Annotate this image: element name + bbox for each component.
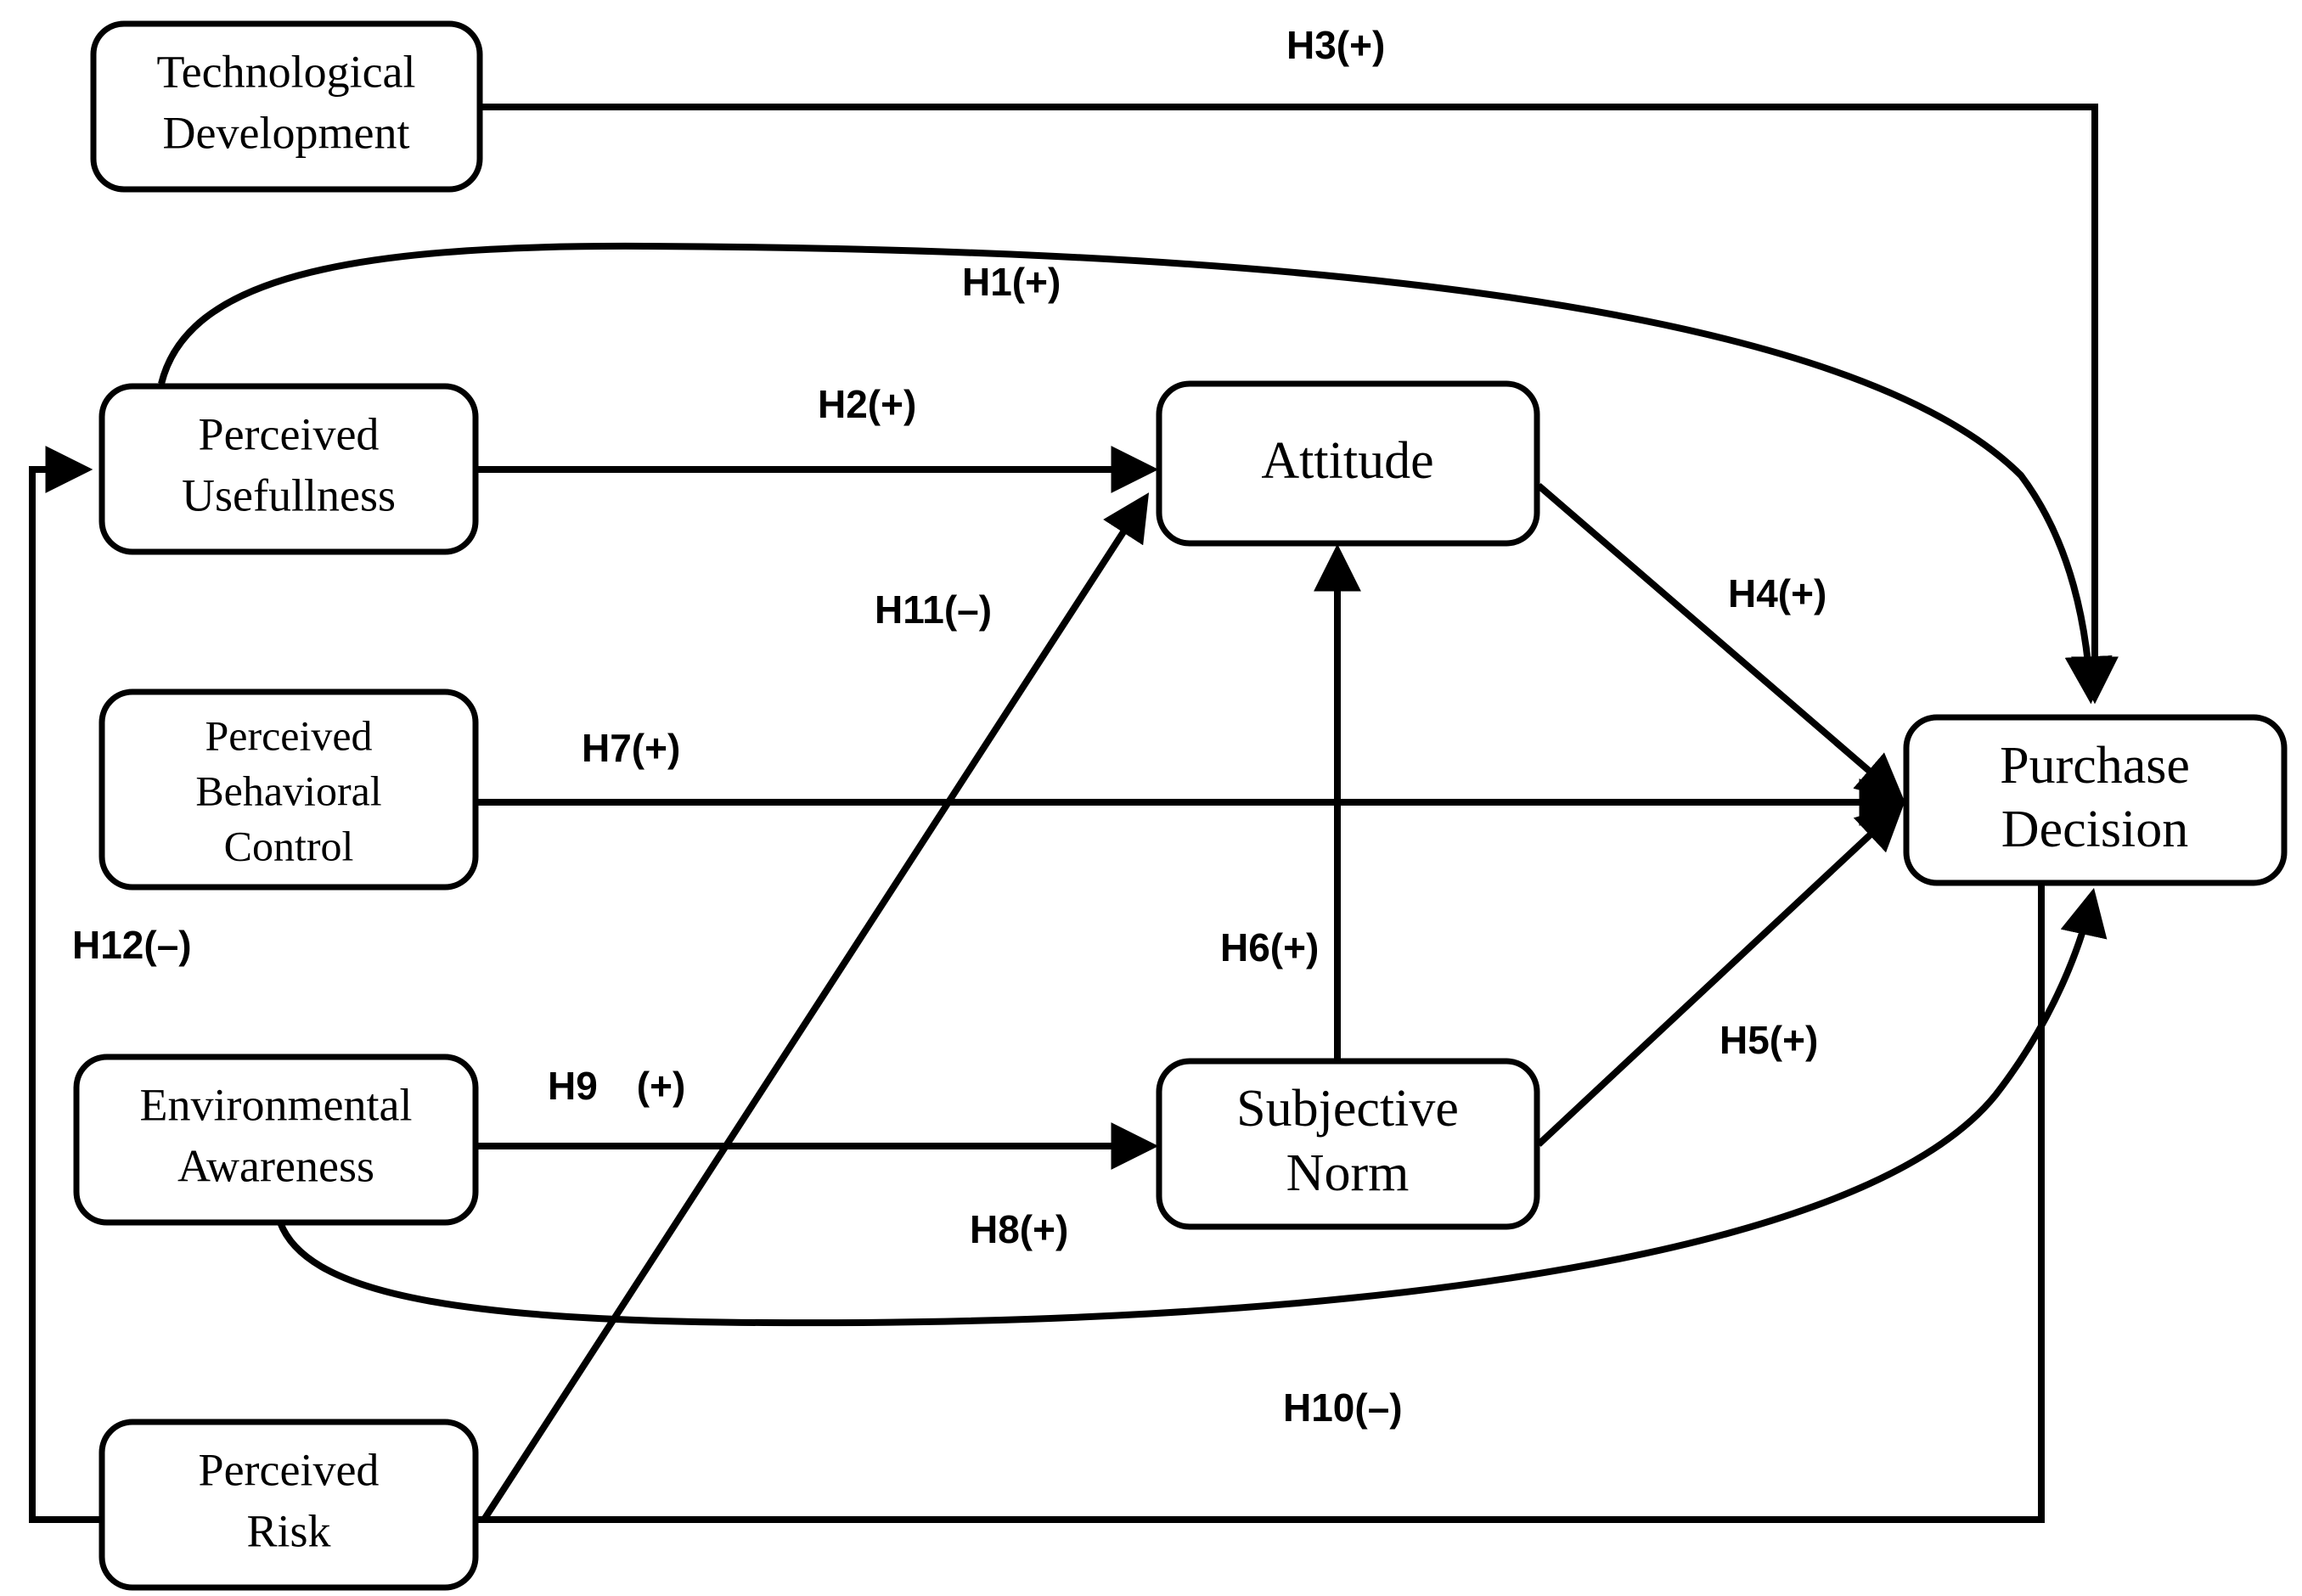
edge-h8 <box>277 887 2108 1327</box>
edge-h4 <box>1536 482 1905 802</box>
node-box <box>1156 1058 1540 1230</box>
edge-label-h7: H7(+) <box>582 726 680 770</box>
node-label-line: Development <box>163 107 410 158</box>
node-environmental-awareness[interactable]: Environmental Awareness <box>73 1054 479 1226</box>
edge-h5 <box>1536 802 1905 1147</box>
node-label-line: Perceived <box>199 1444 380 1495</box>
node-label-line: Perceived <box>199 408 380 459</box>
node-perceived-behavioral-control[interactable]: Perceived Behavioral Control <box>98 688 479 891</box>
edge-h3 <box>480 104 2119 705</box>
node-label-line: Environmental <box>140 1079 413 1130</box>
node-box <box>73 1054 479 1226</box>
edge-label-h12: H12(–) <box>72 923 192 967</box>
edge-h10 <box>476 885 2045 1523</box>
node-perceived-usefulness[interactable]: Perceived Usefullness <box>98 383 479 555</box>
node-box <box>1156 380 1540 547</box>
edge-label-h2: H2(+) <box>818 382 916 426</box>
edge-label-h1: H1(+) <box>962 260 1061 304</box>
edge-h11 <box>481 492 1150 1522</box>
edge-h12 <box>29 446 102 1523</box>
node-box <box>1903 714 2288 886</box>
edge-h1 <box>158 242 2113 705</box>
node-subjective-norm[interactable]: Subjective Norm <box>1156 1058 1540 1230</box>
edge-label-h10: H10(–) <box>1283 1385 1403 1430</box>
edge-label-h6: H6(+) <box>1220 925 1319 969</box>
node-box <box>90 20 483 193</box>
node-label-line: Subjective <box>1236 1080 1459 1138</box>
node-label-line: Decision <box>2001 801 2188 858</box>
node-label-line: Attitude <box>1261 432 1433 490</box>
node-box <box>98 383 479 555</box>
node-label-line: Behavioral <box>195 767 381 814</box>
node-purchase-decision[interactable]: Purchase Decision <box>1903 714 2288 886</box>
node-box <box>98 688 479 891</box>
node-perceived-risk[interactable]: Perceived Risk <box>98 1419 479 1591</box>
edge-label-h3: H3(+) <box>1286 23 1385 67</box>
edge-label-h4: H4(+) <box>1728 571 1826 615</box>
edge-label-h9: H9 (+) <box>548 1064 685 1108</box>
edge-label-h8: H8(+) <box>970 1207 1068 1251</box>
node-label-line: Awareness <box>177 1140 374 1191</box>
node-box <box>98 1419 479 1591</box>
node-label-line: Perceived <box>205 711 372 759</box>
node-label-line: Risk <box>246 1505 330 1556</box>
node-technological-development[interactable]: Technological Development <box>90 20 483 193</box>
node-label-line: Usefullness <box>182 469 396 520</box>
node-label-line: Technological <box>156 46 415 97</box>
node-label-line: Control <box>224 822 354 869</box>
node-attitude[interactable]: Attitude <box>1156 380 1540 547</box>
node-label-line: Norm <box>1286 1144 1410 1202</box>
edge-label-h5: H5(+) <box>1719 1018 1818 1062</box>
edge-label-h11: H11(–) <box>875 587 992 632</box>
node-label-line: Purchase <box>2000 737 2190 795</box>
